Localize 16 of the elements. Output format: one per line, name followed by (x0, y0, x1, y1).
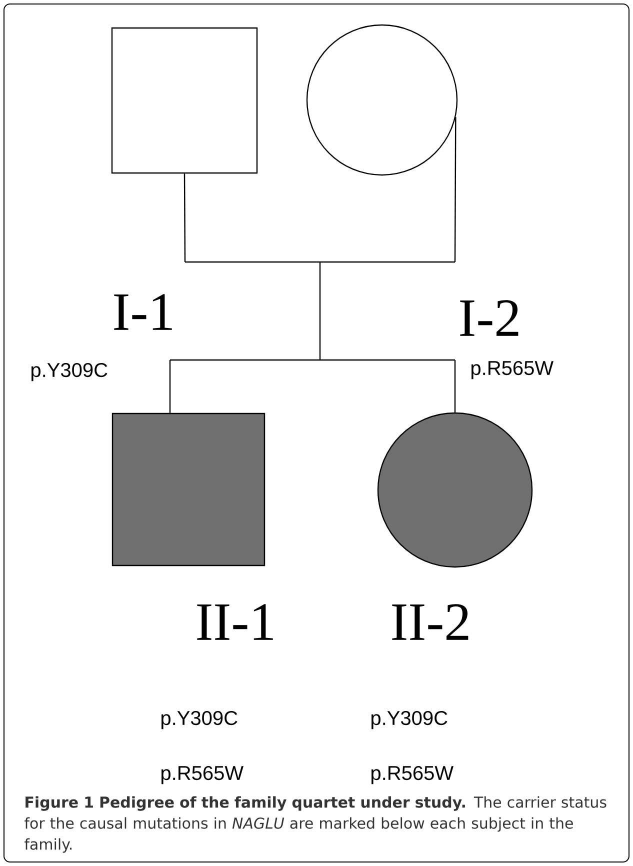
mutation-label: p.R565W (161, 766, 244, 784)
generation-label: I-2 (460, 300, 518, 336)
square-symbol (111, 27, 258, 174)
generation-label: II-1 (197, 604, 273, 640)
mutation-label: p.R565W (472, 360, 554, 380)
circle-symbol (306, 24, 458, 176)
mutation-label: p.Y309C (31, 362, 108, 382)
square-symbol (112, 412, 266, 566)
generation-label: I-1 (114, 294, 172, 330)
figure-caption: Figure 1 Pedigree of the family quartet under study. The carrier status for the causal mutations in NAGLU are marked below each subject in the family. (24, 796, 606, 853)
generation-label: II-2 (392, 604, 468, 640)
mutation-label: p.Y309C (161, 710, 238, 730)
circle-symbol (377, 412, 533, 568)
mutation-label: p.Y309C (372, 710, 448, 730)
mutation-label: p.R565W (372, 766, 454, 784)
pedigree-line (169, 117, 456, 413)
